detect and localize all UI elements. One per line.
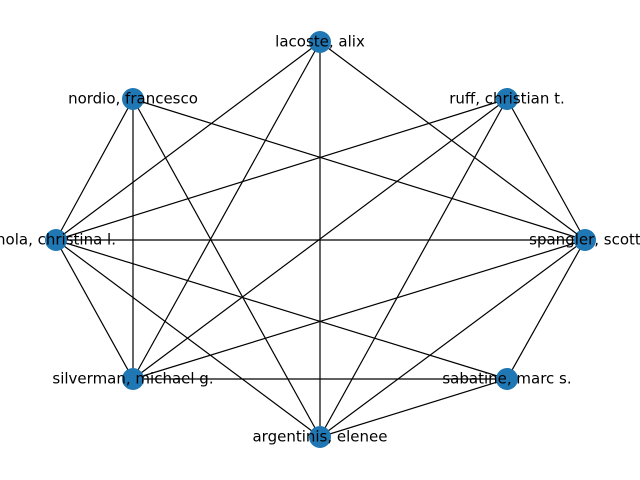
edge-lacoste-silverman <box>132 41 321 380</box>
edge-argentinis-nola <box>55 239 321 438</box>
node-label-sabatine: sabatine, marc s. <box>442 370 571 388</box>
edge-lacoste-nola <box>55 41 321 241</box>
edge-argentinis-nordio <box>132 98 321 438</box>
edge-lacoste-spangler <box>319 41 586 241</box>
node-lacoste <box>309 31 331 53</box>
edge-sabatine-argentinis <box>319 378 508 438</box>
node-spangler <box>574 229 596 251</box>
node-silverman <box>122 368 144 390</box>
edge-nola-nordio <box>55 98 134 241</box>
node-label-spangler: spangler, scott <box>529 231 640 249</box>
node-label-nola: nola, christina l. <box>0 231 116 249</box>
node-label-ruff: ruff, christian t. <box>449 90 565 108</box>
edge-ruff-silverman <box>132 98 508 380</box>
edge-sabatine-nola <box>55 239 508 380</box>
node-label-nordio: nordio, francesco <box>68 90 198 108</box>
edge-silverman-nola <box>55 239 134 380</box>
graph-edges <box>55 41 586 438</box>
edge-ruff-spangler <box>506 98 586 241</box>
edge-spangler-silverman <box>132 239 586 380</box>
edge-spangler-argentinis <box>319 239 586 438</box>
node-nordio <box>122 88 144 110</box>
graph-labels: lacoste, alix ruff, christian t. spangler,… <box>0 33 640 446</box>
node-nola <box>45 229 67 251</box>
node-label-silverman: silverman, michael g. <box>52 370 213 388</box>
edge-spangler-sabatine <box>506 239 586 380</box>
edge-ruff-argentinis <box>319 98 508 438</box>
node-label-lacoste: lacoste, alix <box>275 33 365 51</box>
node-label-argentinis: argentinis, elenee <box>252 428 387 446</box>
node-ruff <box>496 88 518 110</box>
edge-spangler-nordio <box>132 98 586 241</box>
edge-ruff-nola <box>55 98 508 241</box>
node-sabatine <box>496 368 518 390</box>
node-argentinis <box>309 426 331 448</box>
graph-nodes <box>45 31 596 448</box>
